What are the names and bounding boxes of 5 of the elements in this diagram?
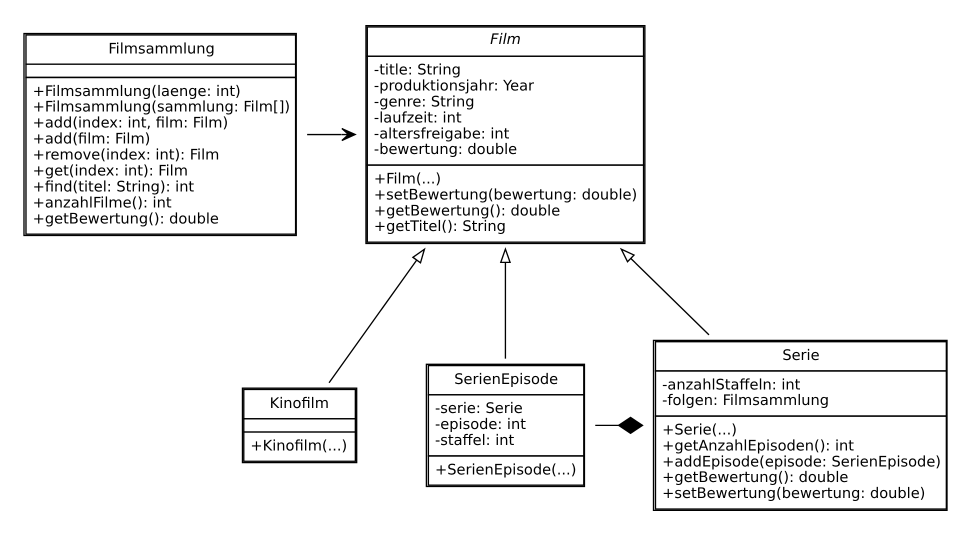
arrow xyxy=(620,247,710,335)
connector xyxy=(595,416,644,434)
arrow xyxy=(328,247,426,383)
arrow xyxy=(500,246,511,358)
arrow xyxy=(307,127,356,141)
